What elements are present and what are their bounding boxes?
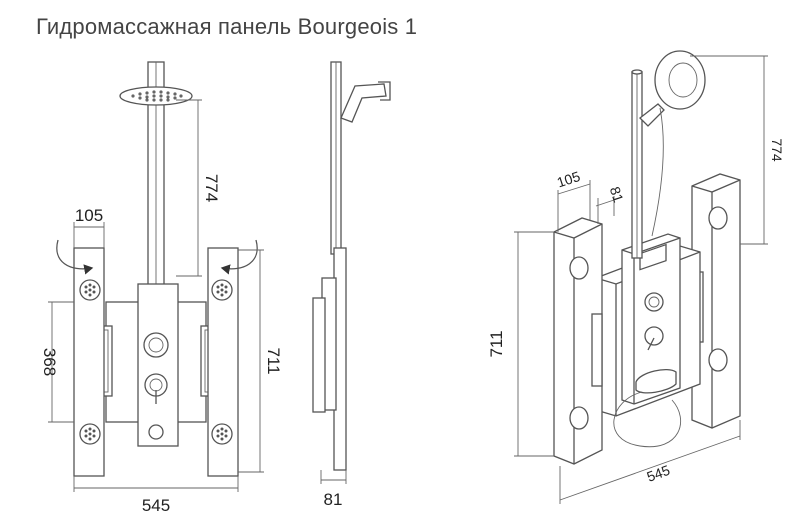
iso-left-panel: [553, 217, 603, 465]
dim-iso-total-width: 545: [645, 462, 673, 485]
dim-front-total-width: 545: [142, 496, 170, 515]
side-shower-arm: [340, 81, 391, 123]
dim-side-depth: 81: [324, 490, 343, 509]
dim-front-panel-width: 105: [75, 206, 103, 225]
iso-central-panel: [595, 233, 701, 417]
front-view: 105 368 711 774 545: [40, 61, 283, 515]
right-side-panel: [207, 247, 239, 477]
side-view: 81: [312, 61, 391, 509]
rotation-arrow-right-icon: [220, 239, 258, 275]
dim-front-shower-height: 774: [202, 174, 221, 202]
dimension-lines-side: [320, 470, 347, 484]
dim-front-nozzle-spacing: 368: [40, 348, 59, 376]
rain-shower-head: [119, 86, 193, 106]
iso-hand-shower: [639, 50, 706, 237]
dim-iso-panel-width: 105: [555, 168, 582, 191]
iso-hose: [613, 391, 681, 448]
dim-iso-height: 711: [487, 330, 506, 357]
iso-view: 105 81 774 711 545: [487, 50, 785, 504]
dim-front-height: 711: [264, 347, 283, 374]
dimension-lines-iso: [514, 55, 768, 504]
side-panel-body: [312, 247, 347, 471]
central-panel: [97, 283, 216, 447]
page-title: Гидромассажная панель Bourgeois 1: [36, 14, 418, 39]
iso-rod: [631, 69, 643, 259]
dimension-lines-front: [48, 99, 264, 492]
dim-iso-depth: 81: [607, 185, 627, 205]
rotation-arrow-left-icon: [56, 239, 94, 275]
dim-iso-shower-height: 774: [769, 138, 785, 162]
side-rod: [330, 61, 342, 255]
left-side-panel: [73, 247, 105, 477]
